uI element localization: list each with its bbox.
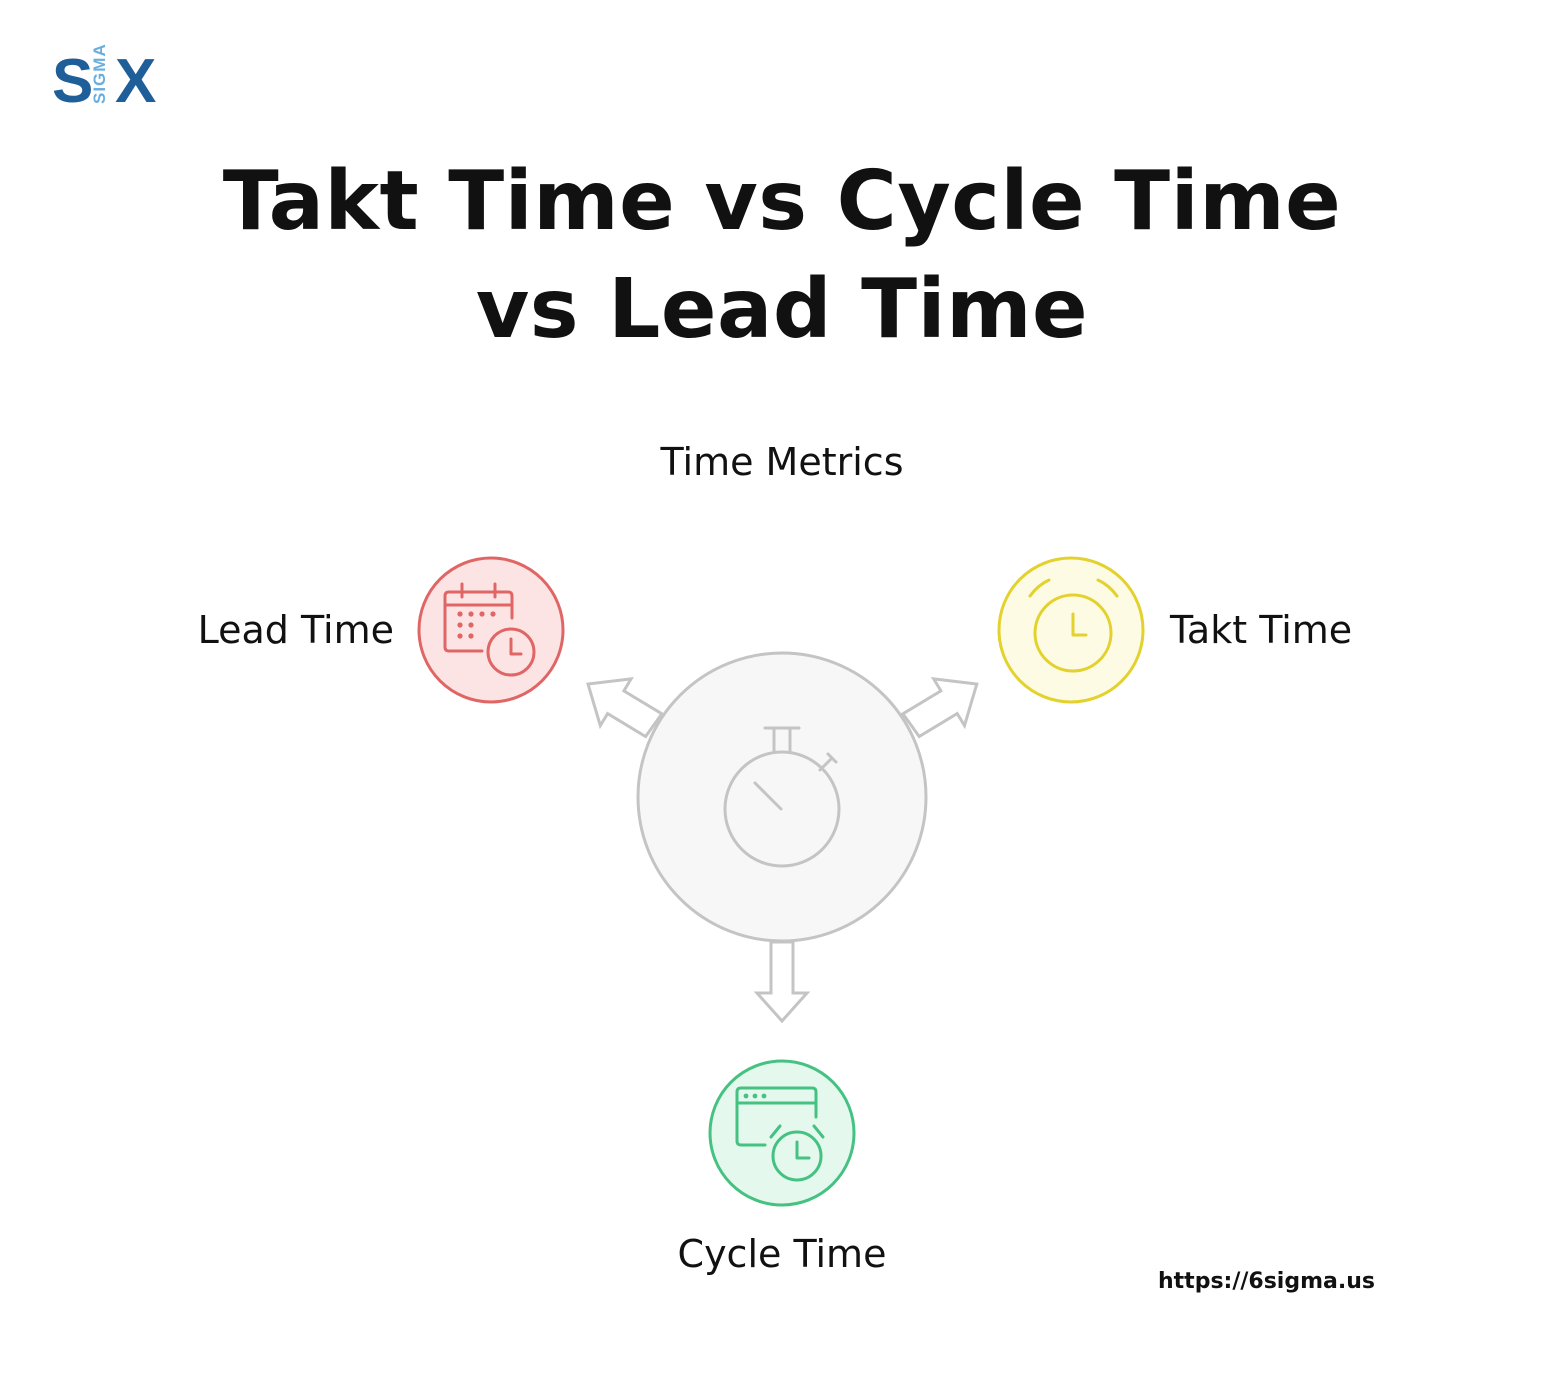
calendar-dots [457, 611, 496, 639]
cycle-time-label: Cycle Time [677, 1232, 887, 1276]
hub-label: Time Metrics [660, 440, 904, 484]
takt-time-label: Takt Time [1170, 608, 1353, 652]
hub-node [636, 651, 928, 943]
calendar-clock-icon [443, 582, 536, 677]
arrow-to-lead-time [586, 677, 665, 739]
takt-time-node [997, 556, 1145, 704]
cycle-time-node [708, 1059, 856, 1207]
arrow-to-cycle-time [753, 940, 811, 1024]
arrow-to-takt-time [900, 677, 979, 739]
browser-clock-icon [735, 1086, 825, 1182]
6sigma-logo: S SIGMA X [52, 43, 164, 116]
logo-letter-s: S [52, 47, 94, 116]
stopwatch-icon [723, 726, 841, 868]
logo-letter-x: X [115, 47, 157, 116]
footer-url[interactable]: https://6sigma.us [1158, 1269, 1375, 1294]
lead-time-node [417, 556, 565, 704]
alarm-clock-icon [1028, 578, 1119, 673]
browser-dots [743, 1093, 767, 1099]
lead-time-label: Lead Time [197, 608, 394, 652]
